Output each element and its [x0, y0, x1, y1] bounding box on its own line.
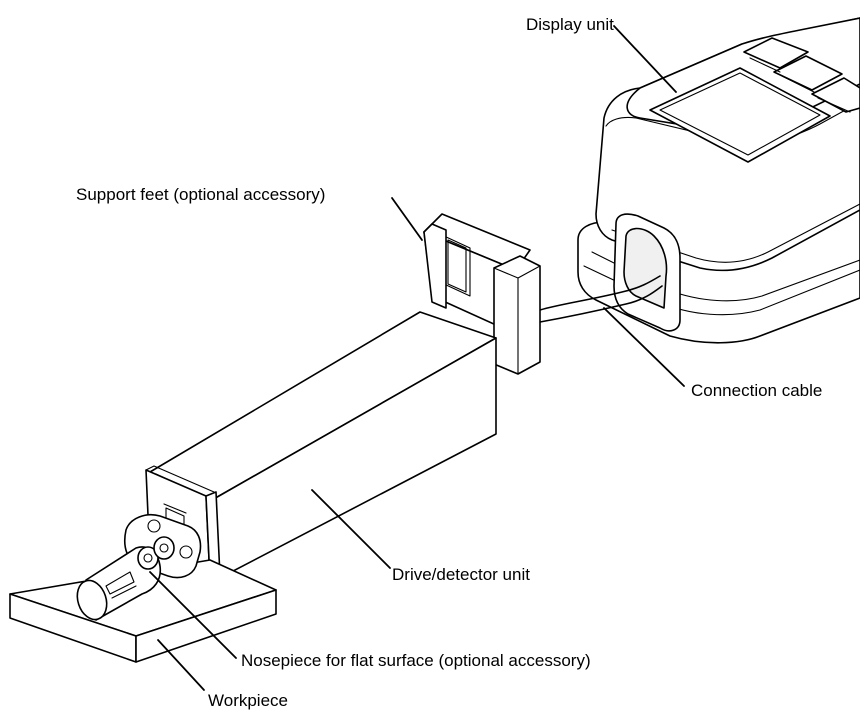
leader-nosepiece — [149, 571, 237, 659]
leader-workpiece — [157, 639, 205, 691]
label-workpiece: Workpiece — [208, 691, 288, 710]
leader-support-feet — [391, 197, 423, 241]
label-connection-cable: Connection cable — [691, 381, 822, 400]
support-feet — [423, 213, 541, 375]
leader-lines — [149, 25, 685, 691]
label-nosepiece: Nosepiece for flat surface (optional acc… — [241, 651, 591, 670]
leader-drive-detector — [311, 489, 391, 569]
nosepiece — [76, 514, 202, 621]
labels: Display unit Support feet (optional acce… — [76, 15, 822, 710]
leader-display-unit — [613, 25, 677, 93]
label-display-unit: Display unit — [526, 15, 614, 34]
label-support-feet: Support feet (optional accessory) — [76, 185, 325, 204]
connection-cable — [539, 275, 663, 323]
display-unit — [577, 17, 860, 344]
leader-connection-cable — [603, 307, 685, 387]
label-drive-detector-unit: Drive/detector unit — [392, 565, 530, 584]
workpiece — [9, 559, 277, 663]
